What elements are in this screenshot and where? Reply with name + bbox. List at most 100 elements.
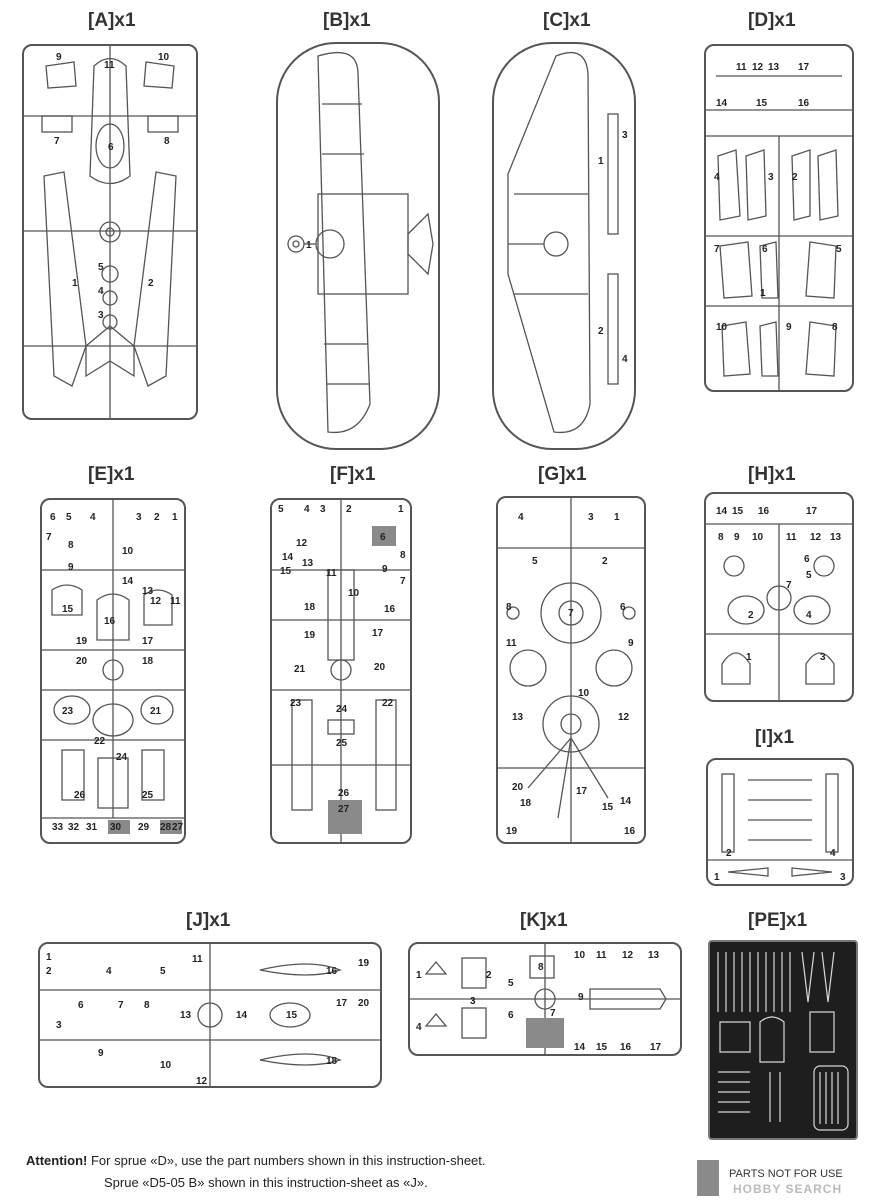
- sprue-d-part-3: 3: [768, 172, 774, 183]
- sprue-a-part-7: 7: [54, 136, 60, 147]
- sprue-b-title: [B]x1: [323, 10, 371, 31]
- sprue-d-part-4: 4: [714, 172, 720, 183]
- sprue-f-part-16: 16: [384, 604, 396, 615]
- sprue-h-part-1: 1: [746, 652, 752, 663]
- attention-text: For sprue «D», use the part numbers show…: [87, 1153, 486, 1168]
- sprue-pe-title: [PE]x1: [748, 910, 808, 931]
- sprue-k-part-15: 15: [596, 1042, 608, 1053]
- sprue-e-part-5: 5: [66, 512, 72, 523]
- sprue-j-part-8: 8: [144, 1000, 150, 1011]
- sprue-g-part-14: 14: [620, 796, 632, 807]
- sprue-h-part-5: 5: [806, 570, 812, 581]
- sprue-e-part-9: 9: [68, 562, 74, 573]
- sprue-j-frame: 1 2 3 4 5 6 7 8 9 10 11 12 13 14 15 16 1…: [38, 942, 382, 1088]
- sprue-f-title: [F]x1: [330, 464, 376, 485]
- sprue-h-part-11: 11: [786, 532, 797, 543]
- sprue-j-part-10: 10: [160, 1060, 172, 1071]
- photo-etch-fret: [708, 940, 858, 1140]
- sprue-a-title: [A]x1: [88, 10, 136, 31]
- sprue-d-drawing: 1 2 3 4 5 6 7 8 9 10 11 12 13 14 15 16 1…: [706, 62, 852, 390]
- sprue-b-frame: 1: [276, 42, 440, 450]
- sprue-f-part-8: 8: [400, 550, 406, 561]
- sprue-e-part-11: 11: [170, 596, 181, 607]
- sprue-e-part-32: 32: [68, 822, 80, 833]
- sprue-e-shaded-part-30: [108, 820, 130, 834]
- sprue-e-part-14: 14: [122, 576, 134, 587]
- sprue-c-frame: 1 2 3 4: [492, 42, 636, 450]
- sprue-j-part-15: 15: [286, 1010, 298, 1021]
- sprue-j-part-16: 16: [326, 966, 338, 977]
- sprue-j-part-5: 5: [160, 966, 166, 977]
- sprue-d-part-9: 9: [786, 322, 792, 333]
- sprue-j-part-1: 1: [46, 952, 52, 963]
- sprue-h-part-15: 15: [732, 506, 744, 517]
- sprue-j-drawing: 1 2 3 4 5 6 7 8 9 10 11 12 13 14 15 16 1…: [40, 944, 380, 1086]
- sprue-d-part-2: 2: [792, 172, 798, 183]
- sprue-k-part-5: 5: [508, 978, 514, 989]
- sprue-i-part-1: 1: [714, 872, 720, 883]
- sprue-a-part-1: 1: [72, 278, 78, 289]
- hobby-search-watermark: HOBBY SEARCH: [733, 1182, 843, 1196]
- sprue-g-part-9: 9: [628, 638, 634, 649]
- sprue-e-part-33: 33: [52, 822, 64, 833]
- parts-not-for-use-swatch: [697, 1160, 719, 1196]
- sprue-e-part-12: 12: [150, 596, 162, 607]
- sprue-e-part-30: 30: [110, 822, 122, 833]
- sprue-e-part-19: 19: [76, 636, 88, 647]
- sprue-i-part-2: 2: [726, 848, 732, 859]
- sprue-i-part-3: 3: [840, 872, 846, 883]
- sprue-h-part-4: 4: [806, 610, 812, 621]
- sprue-g-part-8: 8: [506, 602, 512, 613]
- sprue-i-frame: 1 2 3 4: [706, 758, 854, 886]
- sprue-f-part-22: 22: [382, 698, 394, 709]
- sprue-c-part-1: 1: [598, 156, 604, 167]
- sprue-e-part-3: 3: [136, 512, 142, 523]
- sprue-g-part-18: 18: [520, 798, 532, 809]
- sprue-d-part-10: 10: [716, 322, 728, 333]
- sprue-a-part-6: 6: [108, 142, 114, 153]
- sprue-h-frame: 1 2 3 4 5 6 7 8 9 10 11 12 13 14 15 16 1…: [704, 492, 854, 702]
- sprue-g-part-12: 12: [618, 712, 630, 723]
- sprue-f-shaded-part-27: [328, 800, 362, 834]
- sprue-f-part-3: 3: [320, 504, 326, 515]
- sprue-g-part-16: 16: [624, 826, 636, 837]
- sprue-f-part-19: 19: [304, 630, 316, 641]
- sprue-k-frame: 1 2 3 4 5 6 7 8 9 10 11 12 13 14 15 16 1…: [408, 942, 682, 1056]
- sprue-k-part-17: 17: [650, 1042, 662, 1053]
- parts-not-for-use-legend: PARTS NOT FOR USE HOBBY SEARCH: [697, 1160, 875, 1198]
- sprue-j-part-18: 18: [326, 1056, 338, 1067]
- sprue-d-part-6: 6: [762, 244, 768, 255]
- sprue-d-part-12: 12: [752, 62, 764, 73]
- sprue-g-part-15: 15: [602, 802, 614, 813]
- sprue-d-part-17: 17: [798, 62, 810, 73]
- sprue-f-shaded-part-6: [372, 526, 396, 546]
- sprue-e-part-27: 27: [172, 822, 184, 833]
- sprue-e-part-2: 2: [154, 512, 160, 523]
- sprue-g-part-5: 5: [532, 556, 538, 567]
- sprue-h-part-6: 6: [804, 554, 810, 565]
- sprue-c-title: [C]x1: [543, 10, 591, 31]
- sprue-f-part-13: 13: [302, 558, 314, 569]
- sprue-f-drawing: 5 4 3 2 1 6 7 8 9 10 11 12 13 14 15 16 1…: [272, 500, 410, 842]
- sprue-i-title: [I]x1: [755, 727, 795, 748]
- sprue-k-part-7: 7: [550, 1008, 556, 1019]
- sprue-k-part-14: 14: [574, 1042, 586, 1053]
- sprue-f-frame: 5 4 3 2 1 6 7 8 9 10 11 12 13 14 15 16 1…: [270, 498, 412, 844]
- sprue-c-part-3: 3: [622, 130, 628, 141]
- sprue-d-part-5: 5: [836, 244, 842, 255]
- sprue-e-shaded-parts-27-28: [160, 820, 182, 834]
- sprue-f-part-27: 27: [338, 804, 350, 815]
- sprue-a-part-3: 3: [98, 310, 104, 321]
- sprue-g-part-17: 17: [576, 786, 588, 797]
- sprue-g-part-1: 1: [614, 512, 620, 523]
- sprue-h-part-10: 10: [752, 532, 764, 543]
- sprue-c-part-4: 4: [622, 354, 628, 365]
- sprue-d-part-7: 7: [714, 244, 720, 255]
- sprue-e-frame: 6 5 4 3 2 1 7 8 9 10 11 12 13 14 15 16 1…: [40, 498, 186, 844]
- sprue-a-part-9: 9: [56, 52, 62, 63]
- sprue-f-part-23: 23: [290, 698, 302, 709]
- sprue-g-part-7: 7: [568, 608, 574, 619]
- sprue-e-part-25: 25: [142, 790, 154, 801]
- sprue-k-part-4: 4: [416, 1022, 422, 1033]
- sprue-e-part-16: 16: [104, 616, 116, 627]
